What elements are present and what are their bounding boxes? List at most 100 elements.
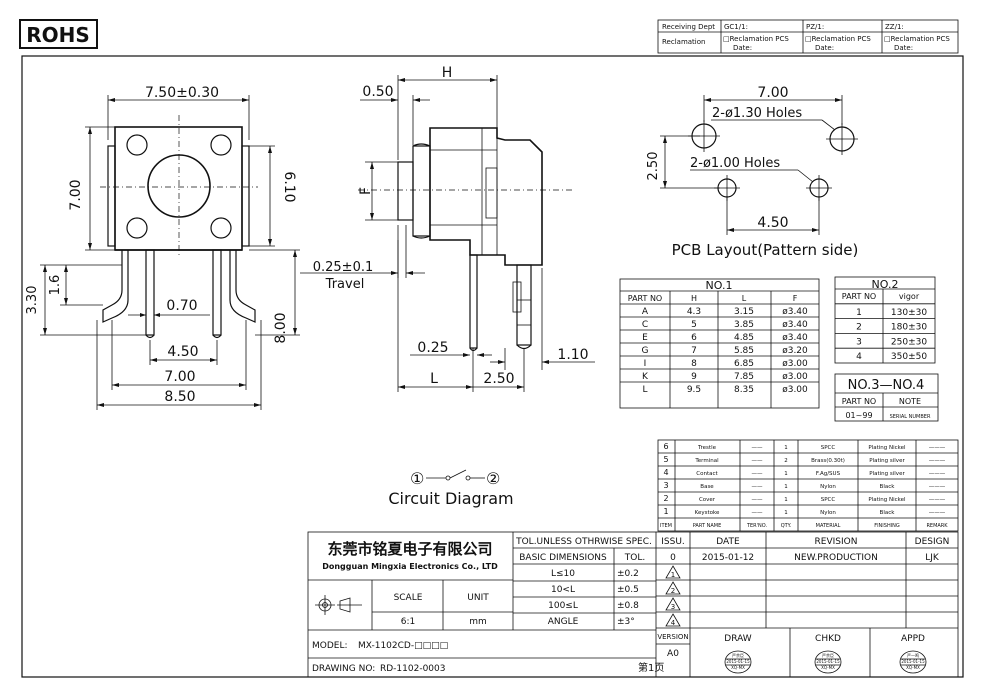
bom-cell: —— (752, 510, 764, 516)
pin-left-inner (145, 249, 155, 336)
bom-cell: Terminal (694, 458, 719, 464)
bom-cell: Trestle (697, 445, 717, 451)
date-value: 2015-01-12 (702, 553, 754, 563)
no2-cell: 1 (856, 308, 862, 318)
date-2: Date: (815, 44, 834, 52)
circuit-label: Circuit Diagram (388, 489, 513, 508)
bom-cell: ——— (929, 471, 946, 477)
dim-pin-w: 0.70 (166, 298, 197, 314)
dim-len: 2.50 (483, 371, 514, 387)
revision-triangle (665, 597, 681, 611)
revision-triangle (665, 613, 681, 627)
bom-cell: —— (752, 497, 764, 503)
dim-pin-h2: 1.6 (48, 275, 63, 296)
bom-cell: —— (752, 484, 764, 490)
bom-header: TER'NO. (746, 523, 768, 529)
no1-cell: K (642, 372, 649, 382)
no1-cell: ø3.40 (782, 320, 808, 330)
tol-label: TOL. (624, 553, 645, 563)
no2-cell: 250±30 (891, 337, 927, 347)
bom-header: MATERIAL (816, 523, 841, 529)
bom-cell: 1 (663, 507, 668, 516)
bom-cell: Keystoke (695, 510, 720, 516)
unit-value: mm (469, 617, 487, 627)
appd-label: APPD (901, 634, 925, 644)
bom-cell: Plating silver (869, 458, 905, 464)
no1-header: F (793, 294, 798, 303)
stamp-draw-date: 2015-01-15 (726, 659, 750, 664)
bom-cell: Black (880, 484, 896, 490)
drawing-frame (21, 55, 964, 678)
pcb-holes-large-label: 2-ø1.30 Holes (712, 106, 802, 121)
bom-cell: —— (752, 445, 764, 451)
rohs-text: ROHS (26, 23, 90, 47)
bom-cell: Base (700, 484, 714, 490)
no1-cell: E (642, 333, 648, 343)
dim-lead: 1.10 (557, 347, 588, 363)
pcb-dim-pitch: 4.50 (757, 215, 788, 231)
no34-title: NO.3—NO.4 (848, 378, 925, 393)
corner-hole (210, 217, 232, 239)
no34-cell: SERIAL NUMBER (890, 414, 931, 420)
pcb-dim-span: 7.00 (757, 85, 788, 101)
no2-cell: 4 (856, 352, 862, 362)
bom-cell: ——— (929, 497, 946, 503)
bom-cell: 1 (784, 471, 788, 477)
appd-stamp: 严一鸣 2015-01-15 XQ-MX (899, 650, 927, 674)
dim-height: 7.00 (68, 179, 84, 210)
no1-cell: ø3.00 (782, 385, 808, 395)
no1-cell: 4.85 (734, 333, 754, 343)
dim-h: H (442, 65, 453, 81)
dim-pin-h: 3.30 (25, 286, 40, 315)
no34-header: PART NO (842, 397, 876, 406)
no34-cell: 01~99 (845, 411, 872, 420)
version-label: VERSION (657, 633, 688, 641)
revision-number: 4 (671, 619, 676, 627)
dim-top: 0.50 (362, 84, 393, 100)
bom-cell: 2 (784, 458, 788, 464)
dim-overall: 8.50 (164, 389, 195, 405)
bom-header: ITEM (660, 523, 672, 529)
no1-cell: ø3.00 (782, 359, 808, 369)
stamp-draw-top: 严余臣 (732, 652, 744, 658)
dim-travel-val: 0.25±0.1 (313, 260, 374, 275)
no1-cell: 7 (691, 346, 697, 356)
switch-body (114, 126, 243, 251)
bom-cell: —— (752, 458, 764, 464)
revision-number: 1 (671, 571, 675, 579)
dim-pin-th: 0.25 (417, 340, 448, 356)
date-3: Date: (894, 44, 913, 52)
circuit-pin-1: ① (410, 469, 424, 488)
design-label: DESIGN (915, 537, 950, 547)
bom-cell: Brass(0.30t) (811, 458, 845, 464)
dim-span: 7.00 (164, 369, 195, 385)
pcb-dim-vert: 2.50 (646, 152, 661, 181)
no1-cell: 8 (691, 359, 697, 369)
bom-cell: 2 (663, 494, 668, 503)
side-pin-a (469, 254, 478, 349)
no2-header: vigor (899, 292, 920, 301)
tol-val: ±3° (617, 617, 635, 627)
receiving-block: Receiving Dept GC1/1: PZ/1: ZZ/1: Reclam… (657, 19, 959, 54)
dim-width: 7.50±0.30 (145, 85, 219, 101)
pin-left-outer (102, 250, 129, 323)
tol-dim: 10<L (551, 585, 575, 595)
drawing-value: RD-1102-0003 (380, 664, 446, 674)
bom-cell: 1 (784, 445, 788, 451)
bom-cell: 3 (663, 481, 668, 490)
revision-triangle (665, 565, 681, 579)
company-en: Dongguan Mingxia Electronics Co., LTD (322, 562, 498, 571)
revision-number: 3 (671, 603, 675, 611)
no1-cell: ø3.20 (782, 346, 808, 356)
no1-cell: 9.5 (687, 385, 701, 395)
tol-val: ±0.2 (617, 569, 639, 579)
stamp-chkd-date: 2015-01-15 (816, 659, 840, 664)
chkd-label: CHKD (815, 634, 841, 644)
tol-val: ±0.5 (617, 585, 639, 595)
recl-pcs-2: □Reclamation PCS (805, 35, 871, 43)
issu-value: 0 (670, 553, 676, 563)
plunger (397, 161, 414, 221)
dim-f: F (358, 187, 374, 195)
drawing-label: DRAWING NO: (312, 664, 375, 674)
recl-pcs-1: □Reclamation PCS (723, 35, 789, 43)
